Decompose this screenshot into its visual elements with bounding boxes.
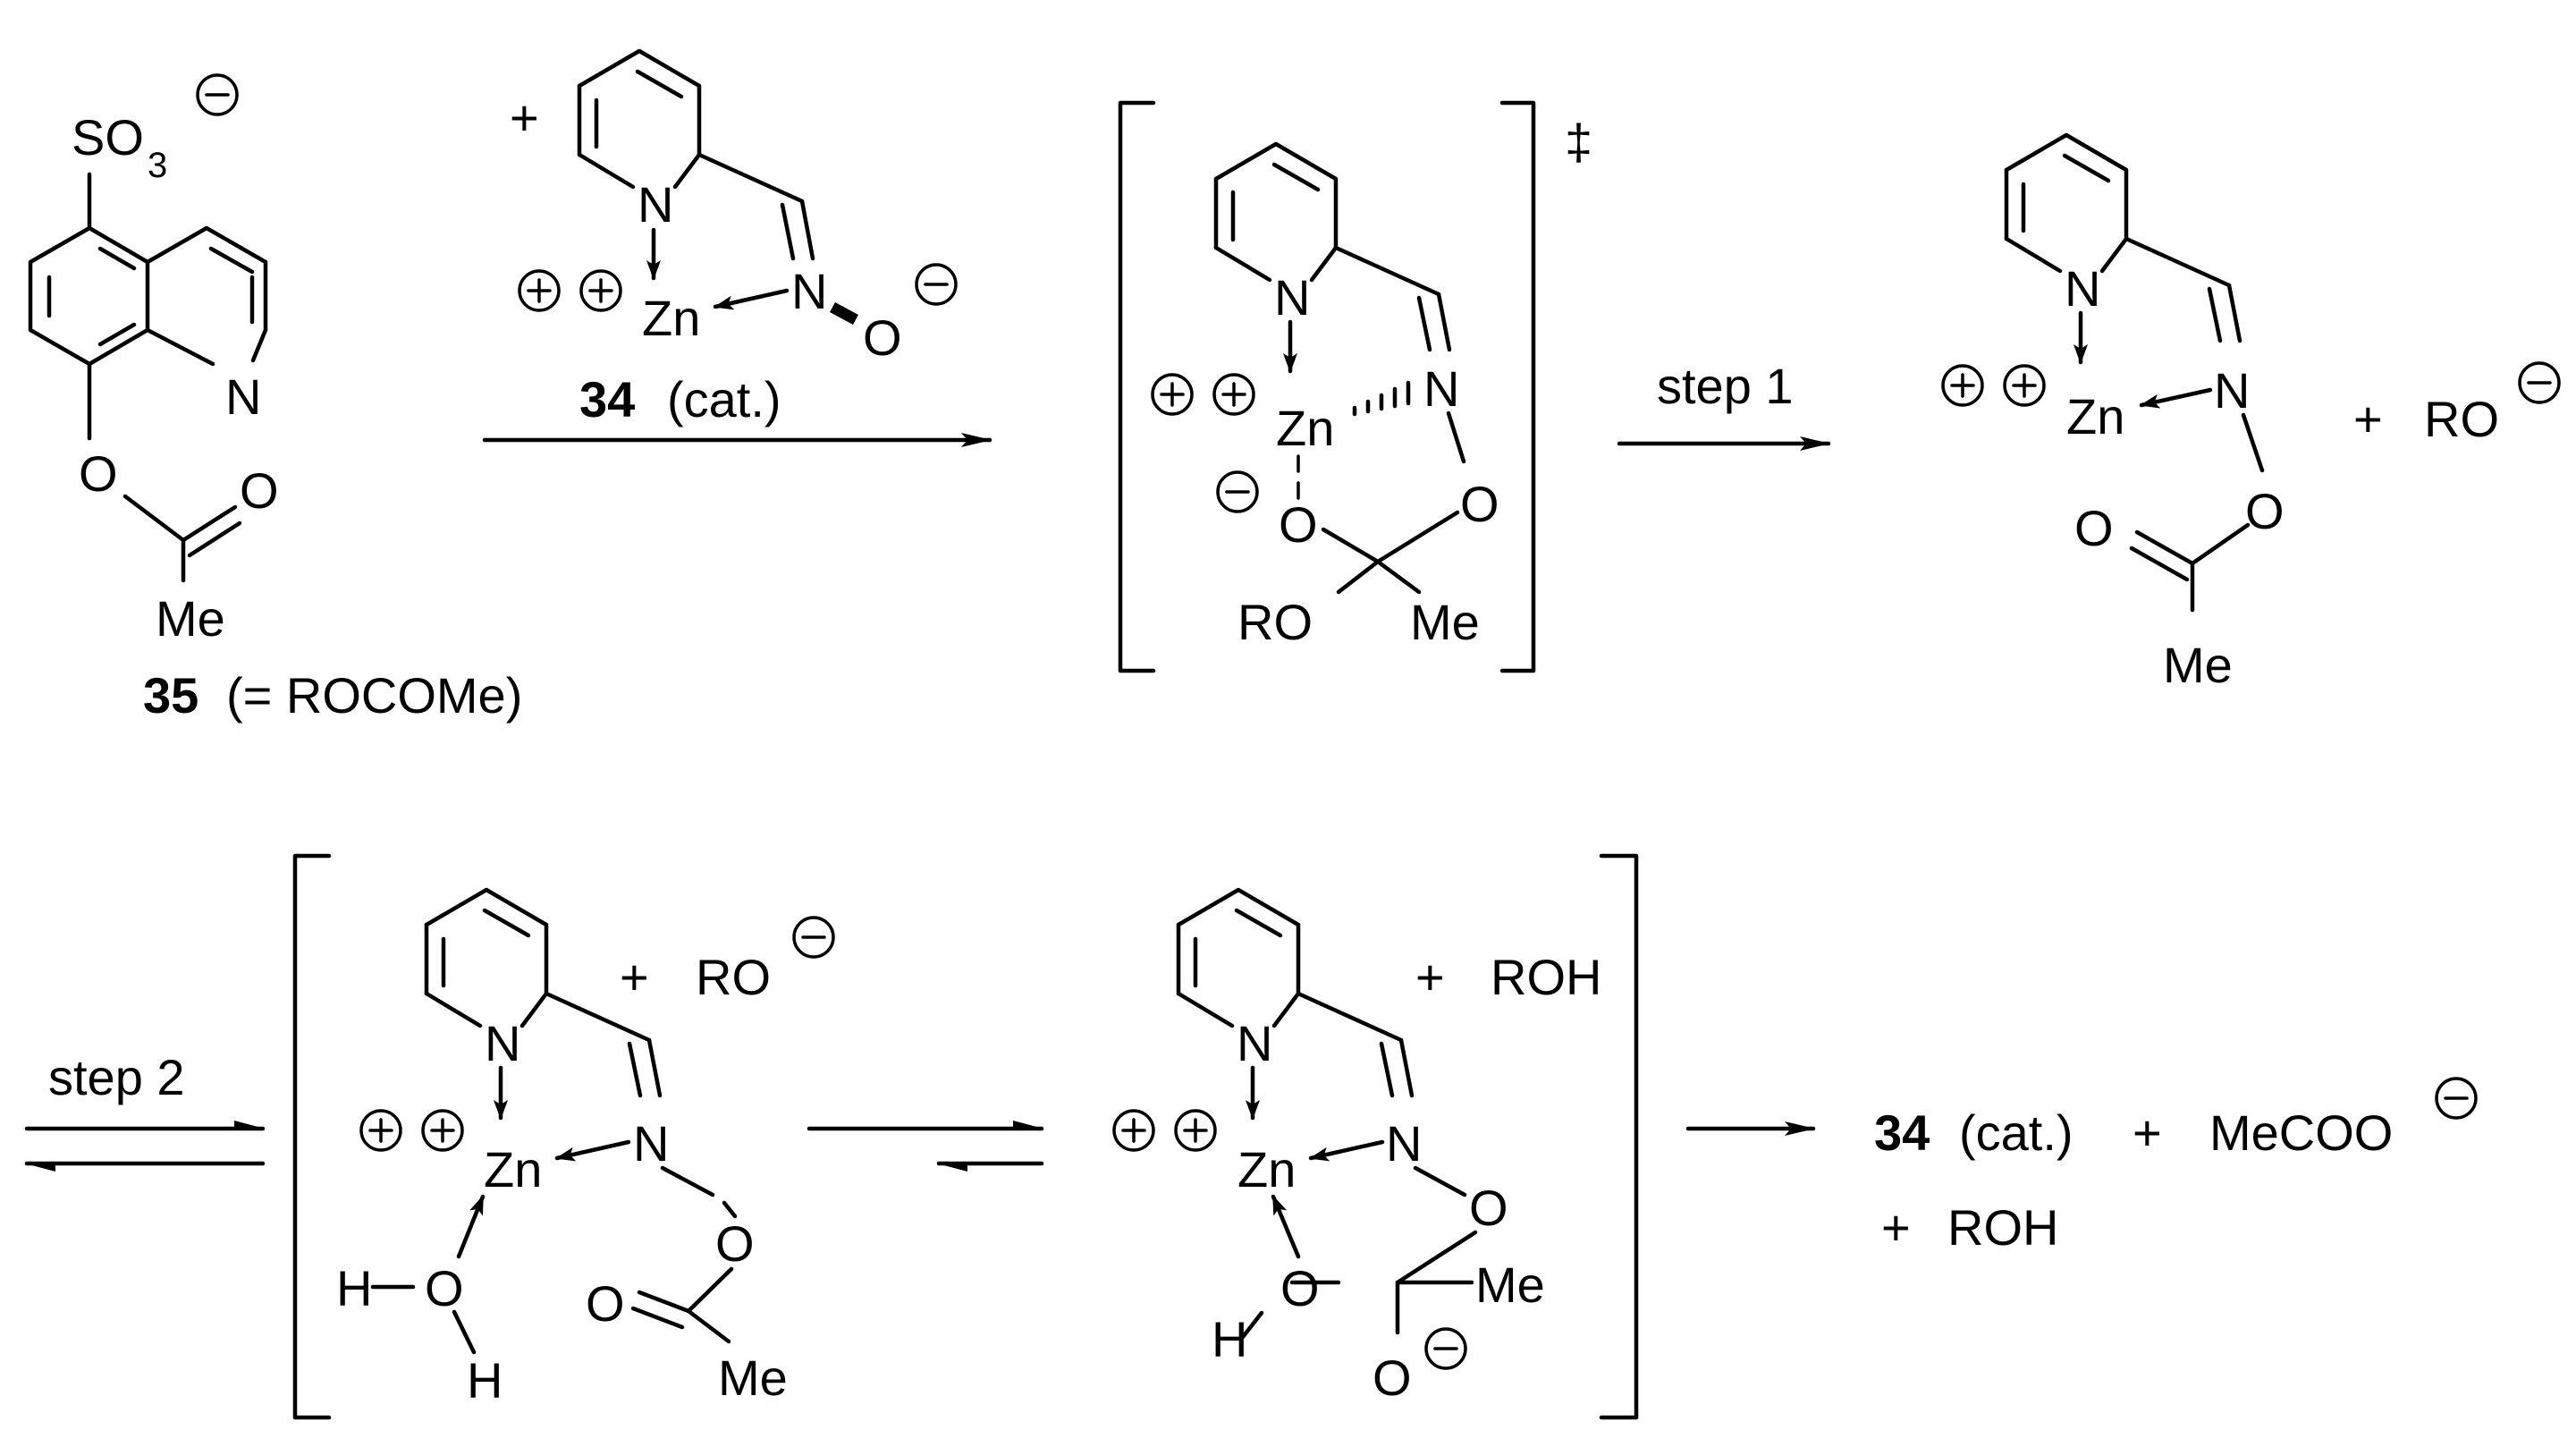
atom-o: O — [1460, 476, 1499, 532]
atom-h: H — [1212, 1311, 1247, 1367]
atom-zn: Zn — [1276, 400, 1334, 456]
dagger-label: ‡ — [1565, 114, 1592, 170]
minus-charge-icon — [2518, 361, 2561, 404]
plus-charge-icon — [2003, 364, 2046, 407]
atom-n: N — [1386, 1115, 1422, 1172]
minus-charge-icon — [2435, 1077, 2478, 1120]
minus-charge-icon — [1216, 470, 1259, 513]
atom-o: O — [425, 1260, 464, 1316]
compound-34-number: 34 — [579, 371, 635, 427]
atom-n: N — [1237, 1015, 1272, 1071]
plus-sign: + — [2353, 391, 2383, 447]
tetrahedral-intermediate: N Zn N O Me O O H + ROH — [1112, 887, 1601, 1406]
hydrated-intermediate-bracket — [292, 853, 1639, 1420]
atom-ro: RO — [2424, 391, 2499, 447]
plus-charge-icon — [1174, 1109, 1217, 1152]
atom-n: N — [2214, 362, 2250, 419]
compound-34-label: (cat.) — [667, 371, 781, 427]
minus-charge-icon — [1424, 1327, 1467, 1370]
atom-o: O — [79, 445, 118, 502]
compound-34-label: (cat.) — [1959, 1104, 2073, 1161]
atom-o: O — [863, 309, 902, 366]
atom-zn: Zn — [484, 1141, 542, 1197]
atom-me: Me — [156, 590, 225, 647]
acyl-intermediate: N Zn N O O Me + RO — [1941, 132, 2561, 693]
plus-sign: + — [1881, 1199, 1911, 1256]
plus-charge-icon — [518, 269, 561, 312]
plus-sign: + — [510, 89, 539, 146]
plus-charge-icon — [1112, 1109, 1155, 1152]
atom-me: Me — [1410, 594, 1480, 650]
plus-charge-icon — [359, 1109, 402, 1152]
transition-state: ‡ N Zn N O O RO Me — [1118, 100, 1592, 673]
atom-me: Me — [1475, 1257, 1545, 1313]
products: 34 (cat.) + MeCOO + ROH — [1874, 1077, 2478, 1256]
atom-h: H — [467, 1352, 503, 1409]
atom-n: N — [225, 368, 261, 425]
compound-35: SO 3 N O O Me 35 (= ROCOMe) — [28, 73, 522, 723]
atom-h: H — [336, 1260, 372, 1316]
compound-35-number: 35 — [143, 667, 198, 723]
atom-ro: RO — [1237, 594, 1313, 650]
plus-charge-icon — [1212, 373, 1255, 416]
plus-charge-icon — [1151, 373, 1194, 416]
minus-charge-icon — [915, 263, 958, 306]
so3-subscript: 3 — [148, 146, 167, 185]
plus-sign: + — [2133, 1104, 2162, 1161]
atom-me: Me — [2163, 637, 2233, 693]
atom-o: O — [1279, 496, 1318, 553]
atom-n: N — [2065, 260, 2100, 317]
plus-sign: + — [1415, 949, 1445, 1005]
atom-o: O — [240, 462, 279, 519]
catalyst-34: + N Zn N O 34 (cat.) — [510, 48, 958, 427]
atom-ro: RO — [696, 949, 771, 1005]
plus-charge-icon — [579, 269, 622, 312]
minus-charge-icon — [792, 916, 835, 959]
atom-n: N — [791, 263, 827, 319]
plus-sign: + — [620, 949, 649, 1005]
atom-n: N — [633, 1115, 669, 1172]
so3-label: SO — [72, 109, 144, 165]
atom-zn: Zn — [1237, 1141, 1296, 1197]
atom-o: O — [1469, 1180, 1508, 1236]
atom-n: N — [638, 176, 673, 233]
atom-o: O — [715, 1215, 755, 1272]
atom-me: Me — [718, 1350, 788, 1406]
atom-zn: Zn — [642, 290, 700, 346]
atom-o: O — [586, 1275, 625, 1332]
step-2-label: step 2 — [48, 1049, 185, 1105]
atom-roh: ROH — [1947, 1199, 2058, 1256]
atom-n: N — [1423, 360, 1459, 417]
atom-o: O — [1372, 1350, 1412, 1406]
atom-o: O — [2074, 500, 2114, 556]
atom-n: N — [485, 1015, 520, 1071]
atom-n: N — [1274, 269, 1310, 326]
plus-charge-icon — [1941, 364, 1984, 407]
acetate-label: MeCOO — [2209, 1104, 2393, 1161]
compound-35-label: (= ROCOMe) — [226, 667, 522, 723]
step-1-label: step 1 — [1657, 358, 1794, 414]
atom-roh: ROH — [1491, 949, 1601, 1005]
compound-34-number: 34 — [1874, 1104, 1930, 1161]
plus-charge-icon — [421, 1109, 464, 1152]
minus-charge-icon — [196, 73, 239, 116]
atom-o: O — [1280, 1260, 1320, 1316]
atom-zn: Zn — [2066, 388, 2124, 444]
atom-o: O — [2245, 483, 2285, 539]
water-coordinated-intermediate: N Zn N O O Me O H H + RO — [336, 887, 835, 1409]
